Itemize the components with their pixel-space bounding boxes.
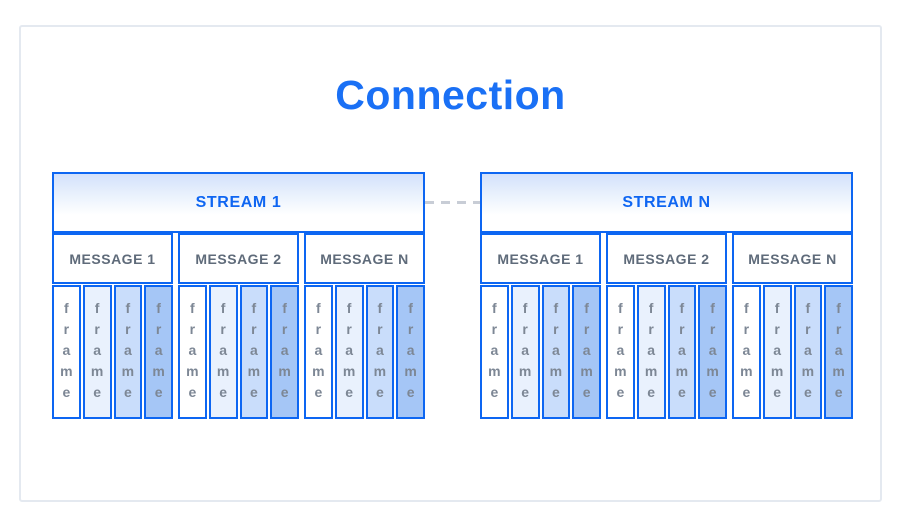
frame-cell: frame — [396, 285, 425, 419]
frame-group: frame frame frame frame — [52, 285, 173, 419]
frame-label: frame — [799, 299, 816, 405]
frame-label: frame — [612, 299, 629, 405]
frame-label: frame — [89, 299, 106, 405]
frame-label: frame — [673, 299, 690, 405]
frame-label: frame — [310, 299, 327, 405]
frame-label: frame — [402, 299, 419, 405]
frame-cell: frame — [334, 285, 364, 419]
frame-group: frame frame frame frame — [304, 285, 425, 419]
frame-label: frame — [578, 299, 595, 405]
message-label: MESSAGE 1 — [497, 250, 584, 267]
frame-label: frame — [184, 299, 201, 405]
frame-cell: frame — [667, 285, 697, 419]
stream-n-label: STREAM N — [622, 193, 711, 211]
stream-n-messages-row: MESSAGE 1 MESSAGE 2 MESSAGE N — [480, 233, 853, 284]
frame-label: frame — [371, 299, 388, 405]
frame-label: frame — [276, 299, 293, 405]
frame-label: frame — [643, 299, 660, 405]
stream-n-header: STREAM N — [480, 172, 853, 233]
message-box: MESSAGE N — [304, 233, 425, 284]
frame-label: frame — [517, 299, 534, 405]
frame-cell: frame — [52, 285, 81, 419]
message-label: MESSAGE 2 — [623, 250, 710, 267]
frame-cell: frame — [572, 285, 601, 419]
frame-cell: frame — [270, 285, 299, 419]
frame-cell: frame — [762, 285, 792, 419]
stream-block-1: STREAM 1 MESSAGE 1 MESSAGE 2 MESSAGE N f… — [52, 172, 425, 419]
frame-label: frame — [150, 299, 167, 405]
message-label: MESSAGE N — [748, 250, 837, 267]
frame-label: frame — [119, 299, 136, 405]
stream-1-label: STREAM 1 — [195, 193, 282, 211]
message-box: MESSAGE 1 — [480, 233, 601, 284]
frame-cell: frame — [82, 285, 112, 419]
frame-cell: frame — [510, 285, 540, 419]
frame-cell: frame — [208, 285, 238, 419]
stream-1-messages-row: MESSAGE 1 MESSAGE 2 MESSAGE N — [52, 233, 425, 284]
frame-label: frame — [215, 299, 232, 405]
stream-1-frames-row: frame frame frame frame frame frame fram… — [52, 285, 425, 419]
stream-1-header: STREAM 1 — [52, 172, 425, 233]
message-box: MESSAGE 2 — [606, 233, 727, 284]
frame-cell: frame — [365, 285, 395, 419]
frame-label: frame — [245, 299, 262, 405]
frame-cell: frame — [304, 285, 333, 419]
frame-group: frame frame frame frame — [480, 285, 601, 419]
page-title: Connection — [335, 72, 566, 118]
stream-block-n: STREAM N MESSAGE 1 MESSAGE 2 MESSAGE N f… — [480, 172, 853, 419]
message-label: MESSAGE 2 — [195, 250, 282, 267]
frame-cell: frame — [732, 285, 761, 419]
message-label: MESSAGE N — [320, 250, 409, 267]
frame-cell: frame — [824, 285, 853, 419]
frame-label: frame — [341, 299, 358, 405]
frame-label: frame — [58, 299, 75, 405]
stream-n-frames-row: frame frame frame frame frame frame fram… — [480, 285, 853, 419]
frame-cell: frame — [480, 285, 509, 419]
message-box: MESSAGE 1 — [52, 233, 173, 284]
frame-cell: frame — [698, 285, 727, 419]
frame-cell: frame — [541, 285, 571, 419]
frame-label: frame — [830, 299, 847, 405]
frame-cell: frame — [606, 285, 635, 419]
frame-label: frame — [738, 299, 755, 405]
message-box: MESSAGE N — [732, 233, 853, 284]
frame-cell: frame — [144, 285, 173, 419]
message-label: MESSAGE 1 — [69, 250, 156, 267]
frame-group: frame frame frame frame — [732, 285, 853, 419]
frame-label: frame — [704, 299, 721, 405]
stream-connector-dashed-line — [425, 201, 480, 204]
frame-label: frame — [486, 299, 503, 405]
frame-cell: frame — [239, 285, 269, 419]
frame-label: frame — [769, 299, 786, 405]
frame-cell: frame — [113, 285, 143, 419]
connection-card: Connection STREAM 1 MESSAGE 1 MESSAGE 2 … — [19, 25, 882, 502]
message-box: MESSAGE 2 — [178, 233, 299, 284]
frame-group: frame frame frame frame — [606, 285, 727, 419]
frame-cell: frame — [636, 285, 666, 419]
frame-label: frame — [547, 299, 564, 405]
frame-cell: frame — [793, 285, 823, 419]
frame-cell: frame — [178, 285, 207, 419]
frame-group: frame frame frame frame — [178, 285, 299, 419]
